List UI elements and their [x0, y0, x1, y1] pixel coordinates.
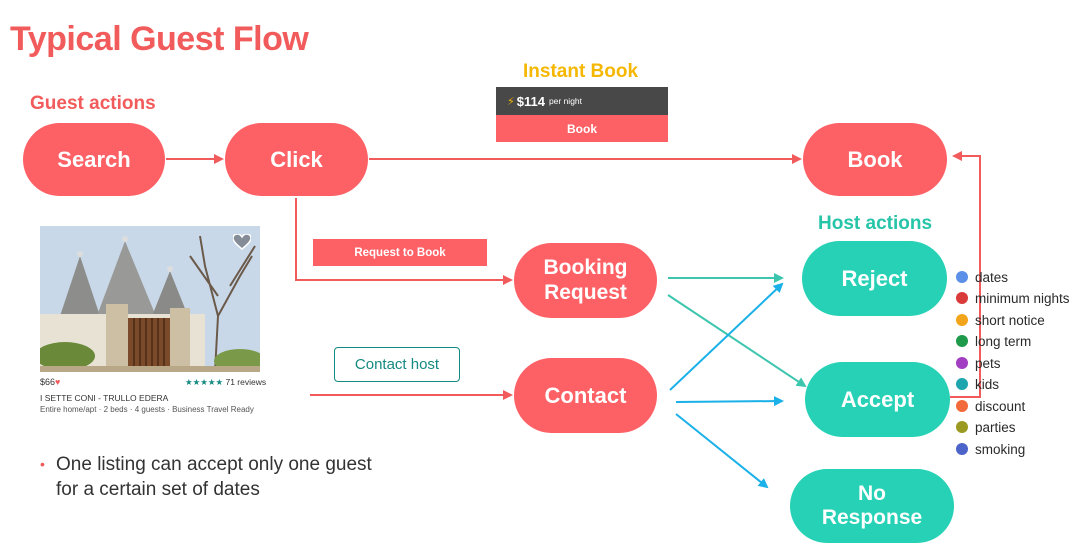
legend-dot — [956, 314, 968, 326]
heart-icon[interactable] — [232, 233, 252, 250]
bullet-line2: for a certain set of dates — [56, 479, 260, 500]
legend-dot — [956, 443, 968, 455]
legend-item: short notice — [956, 310, 1045, 330]
instant-book-price-bar: ⚡ $114 per night — [496, 87, 668, 115]
accept-node: Accept — [805, 362, 950, 437]
arrow-contact-to-accept — [675, 396, 784, 407]
host-actions-label: Host actions — [818, 213, 933, 234]
price-tag-icon: ♥ — [55, 377, 61, 387]
listing-details: Entire home/apt · 2 beds · 4 guests · Bu… — [40, 405, 254, 414]
legend-item: kids — [956, 374, 999, 394]
bullet-dot: • — [40, 456, 45, 472]
arrow-contact-to-reject — [669, 282, 784, 391]
reject-node: Reject — [802, 241, 947, 316]
rating-reviews: 71 reviews — [225, 377, 267, 387]
listing-rating: ★★★★★ 71 reviews — [185, 377, 266, 388]
legend-item: minimum nights — [956, 288, 1070, 308]
legend-label: discount — [975, 398, 1026, 414]
no-response-line1: No — [858, 481, 886, 505]
bullet-line1: One listing can accept only one guest — [56, 454, 372, 475]
legend-dot — [956, 400, 968, 412]
booking-request-line1: Booking — [543, 256, 628, 280]
legend-label: long term — [975, 333, 1032, 349]
legend-dot — [956, 292, 968, 304]
click-node: Click — [225, 123, 368, 196]
request-to-book-button[interactable]: Request to Book — [313, 239, 487, 266]
arrow-contact-to-no-response — [675, 413, 769, 489]
page-title: Typical Guest Flow — [10, 20, 309, 58]
legend-item: parties — [956, 417, 1016, 437]
contact-node: Contact — [514, 358, 657, 433]
legend-item: long term — [956, 331, 1031, 351]
instant-book-label: Instant Book — [523, 61, 639, 82]
legend-label: short notice — [975, 312, 1045, 328]
legend-label: smoking — [975, 441, 1026, 457]
legend-label: pets — [975, 355, 1001, 371]
legend-dot — [956, 335, 968, 347]
instant-book-per-night: per night — [548, 96, 583, 106]
arrow-accept-to-book — [950, 151, 981, 398]
legend-item: pets — [956, 353, 1001, 373]
legend-label: parties — [975, 419, 1016, 435]
booking-request-line2: Request — [544, 280, 627, 304]
listing-price: $66 — [40, 377, 56, 387]
legend-dot — [956, 357, 968, 369]
legend-label: dates — [975, 269, 1009, 285]
listing-name: I SETTE CONI - TRULLO EDERA — [40, 393, 169, 403]
instant-book-price: $114 — [516, 93, 545, 109]
legend-item: discount — [956, 396, 1025, 416]
listing-card[interactable]: $66♥ ★★★★★ 71 reviews I SETTE CONI - TRU… — [40, 226, 266, 422]
legend-dot — [956, 271, 968, 283]
no-response-node: No Response — [790, 469, 954, 543]
lightning-bolt-icon: ⚡ — [507, 95, 515, 108]
contact-host-button[interactable]: Contact host — [334, 347, 460, 382]
arrow-click-to-booking-request — [295, 198, 513, 285]
arrow-request-to-accept — [667, 294, 807, 388]
legend-dot — [956, 421, 968, 433]
listing-photo — [40, 226, 260, 372]
legend-label: minimum nights — [975, 290, 1070, 306]
rating-stars: ★★★★★ — [185, 377, 224, 387]
legend-label: kids — [975, 376, 1000, 392]
book-node: Book — [803, 123, 947, 196]
no-response-line2: Response — [821, 506, 923, 529]
legend-dot — [956, 378, 968, 390]
listing-price-row: $66♥ — [40, 377, 60, 387]
guest-actions-label: Guest actions — [30, 93, 156, 114]
search-node: Search — [23, 123, 165, 196]
legend-item: dates — [956, 267, 1008, 287]
instant-book-button[interactable]: Book — [496, 115, 668, 142]
booking-request-node: Booking Request — [514, 243, 657, 318]
legend-item: smoking — [956, 439, 1025, 459]
